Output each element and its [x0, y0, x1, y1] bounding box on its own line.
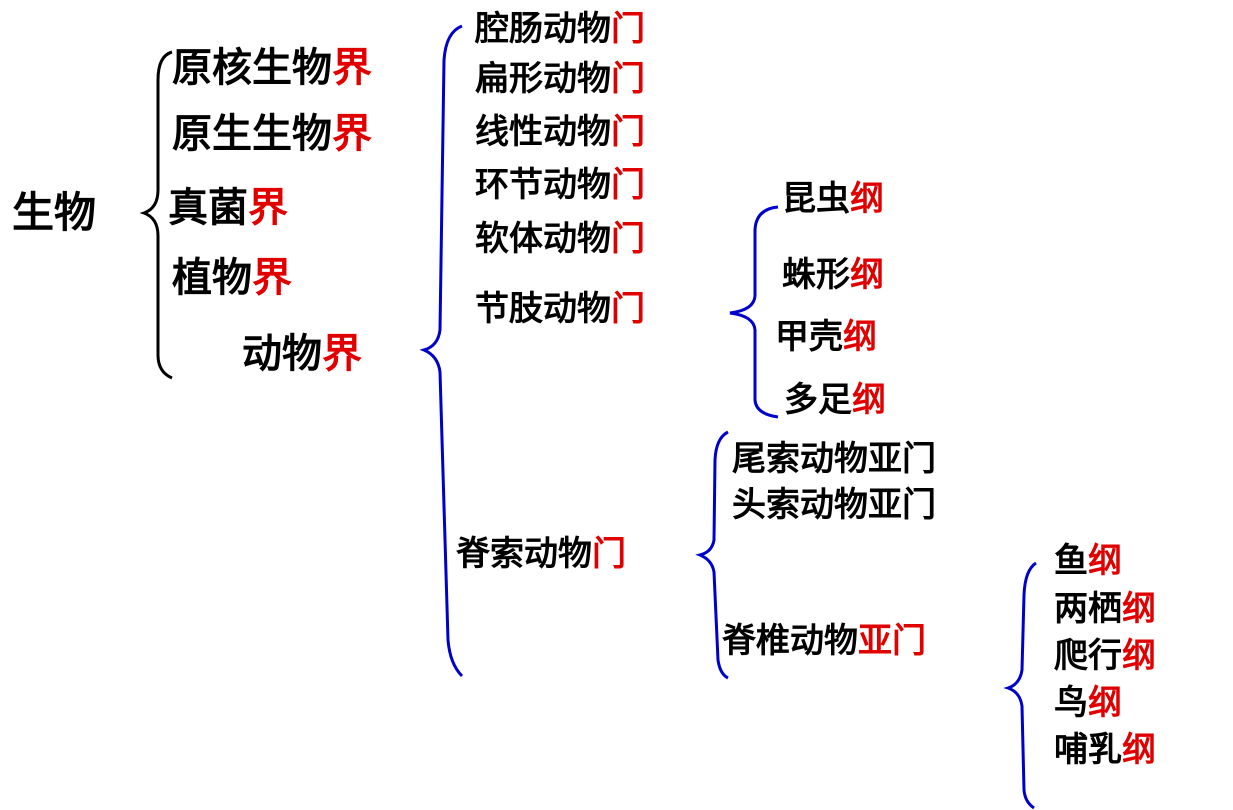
phylum-cnidaria: 腔肠动物门: [475, 9, 645, 49]
kingdom-plant: 植物界: [172, 255, 292, 301]
brace-arthropod-classes: [729, 205, 779, 419]
class-crustacean: 甲壳纲: [775, 317, 877, 357]
subphylum-vertebrata: 脊椎动物亚门: [722, 621, 926, 661]
phylum-chordate: 脊索动物门: [456, 534, 626, 574]
kingdom-animal: 动物界: [242, 331, 362, 377]
phylum-flatworm: 扁形动物门: [475, 59, 645, 99]
phylum-annelid: 环节动物门: [475, 165, 645, 205]
kingdom-fungi: 真菌界: [168, 185, 288, 231]
brace-phyla: [419, 24, 464, 678]
class-bird: 鸟纲: [1054, 683, 1122, 723]
class-amphibian: 两栖纲: [1054, 589, 1156, 629]
class-myriapod: 多足纲: [784, 380, 886, 420]
phylum-mollusk: 软体动物门: [475, 219, 645, 259]
subphylum-cephalochordata: 头索动物亚门: [732, 485, 936, 525]
phylum-nematode: 线性动物门: [475, 112, 645, 152]
phylum-arthropod: 节肢动物门: [475, 289, 645, 329]
class-fish: 鱼纲: [1054, 541, 1122, 581]
class-insect: 昆虫纲: [782, 179, 884, 219]
kingdom-prokaryote: 原核生物界: [172, 45, 372, 91]
subphylum-urochordata: 尾索动物亚门: [732, 439, 936, 479]
class-reptile: 爬行纲: [1054, 636, 1156, 676]
root-label: 生物: [12, 188, 97, 237]
brace-vertebrate-classes: [1003, 561, 1037, 810]
class-mammal: 哺乳纲: [1054, 730, 1156, 770]
brace-kingdoms: [139, 50, 173, 380]
brace-chordate-subphyla: [695, 430, 729, 680]
kingdom-protist: 原生生物界: [172, 111, 372, 157]
class-arachnid: 蛛形纲: [782, 255, 884, 295]
